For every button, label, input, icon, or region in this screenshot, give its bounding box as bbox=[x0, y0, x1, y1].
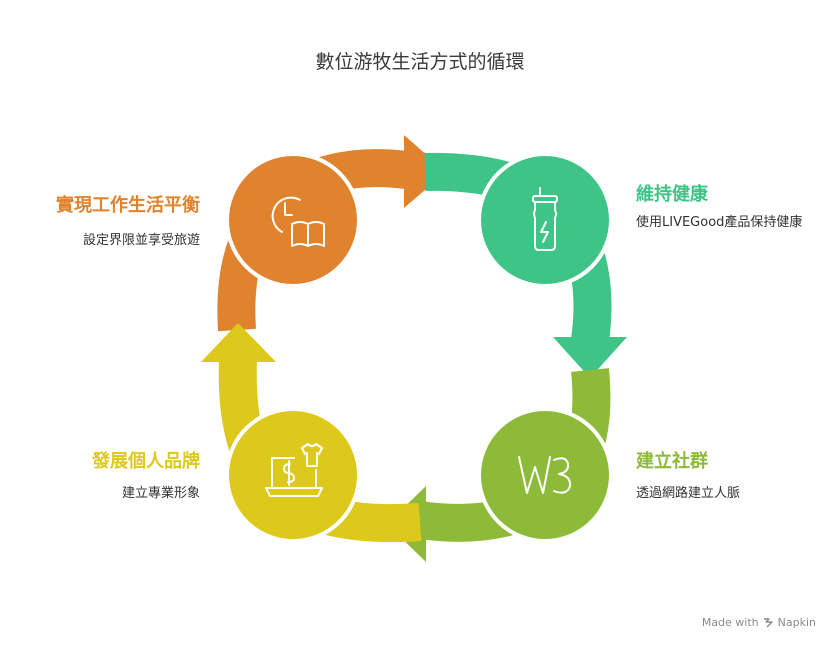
clock-book-icon bbox=[271, 196, 325, 247]
laptop-shirt-icon bbox=[265, 443, 323, 497]
node-title-health: 維持健康 bbox=[636, 184, 708, 205]
node-desc-health: 使用LIVEGood產品保持健康 bbox=[636, 215, 803, 230]
watermark-text: Made with bbox=[701, 616, 759, 629]
napkin-logo-icon bbox=[763, 618, 773, 628]
node-health bbox=[477, 152, 613, 288]
watermark[interactable]: Made with Napkin bbox=[702, 616, 816, 629]
node-title-community: 建立社群 bbox=[636, 451, 708, 472]
node-work-life-balance bbox=[225, 152, 361, 288]
w3-icon bbox=[518, 456, 572, 494]
node-personal-brand bbox=[225, 407, 361, 543]
watermark-brand: Napkin bbox=[777, 616, 816, 629]
node-desc-community: 透過網路建立人脈 bbox=[636, 486, 741, 501]
node-desc-work-life-balance: 設定界限並享受旅遊 bbox=[82, 233, 200, 248]
node-title-work-life-balance: 實現工作生活平衡 bbox=[56, 195, 200, 216]
node-desc-personal-brand: 建立專業形象 bbox=[121, 486, 200, 501]
node-community bbox=[477, 407, 613, 543]
node-title-personal-brand: 發展個人品牌 bbox=[92, 451, 200, 472]
page-title: 數位游牧生活方式的循環 bbox=[315, 51, 525, 73]
bottle-icon bbox=[532, 187, 558, 251]
